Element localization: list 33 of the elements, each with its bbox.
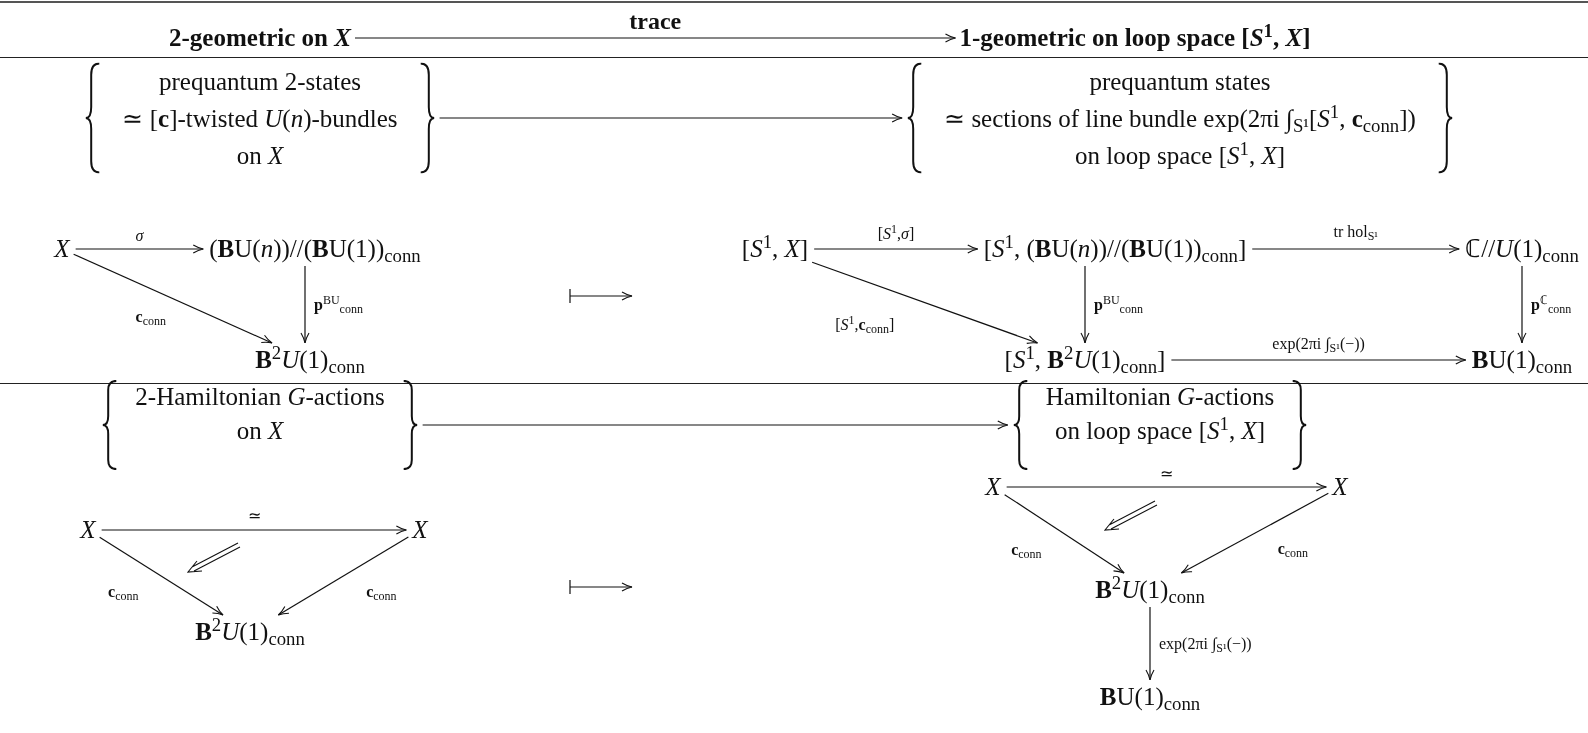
math-object: [S$^{1}$, (BU(n))//(BU(1))$_{conn}$] <box>981 234 1249 264</box>
set-description: ≃ [c]-twisted U(n)-bundles <box>122 103 398 135</box>
math-object: B$^{2}$U(1)$_{conn}$ <box>193 617 307 647</box>
set-description: Hamiltonian G-actions <box>1045 382 1275 412</box>
math-object: [S$^{1}$, B$^{2}$U(1)$_{conn}$] <box>1002 345 1168 375</box>
math-object: ℂ//U(1)$_{conn}$ <box>1463 234 1581 264</box>
edge-label: exp(2πi ∫$_{S¹}$(−)) <box>1271 335 1366 353</box>
math-object: X <box>1330 472 1350 502</box>
edge-label: [S$^{1}$,σ] <box>876 225 916 243</box>
set-description: on X <box>236 416 284 446</box>
set-description: prequantum 2-states <box>159 66 361 97</box>
column-header: 2-geometric on X <box>169 23 351 53</box>
set-description: on loop space [S$^{1}$, X] <box>1055 414 1265 446</box>
set-description: on X <box>236 140 284 171</box>
math-object: B$^{2}$U(1)$_{conn}$ <box>1093 575 1207 605</box>
math-object: X <box>983 472 1003 502</box>
edge-label: tr hol$_{S¹}$ <box>1332 223 1379 241</box>
set-description: on loop space [S$^{1}$, X] <box>1075 136 1285 171</box>
math-object: X <box>52 234 72 264</box>
edge-label: trace <box>628 12 683 30</box>
math-object: X <box>410 515 430 545</box>
column-header: 1-geometric on loop space [S$^{1}$, X] <box>959 23 1311 53</box>
math-object: B$^{2}$U(1)$_{conn}$ <box>253 345 367 375</box>
math-object: BU(1)$_{conn}$ <box>1469 345 1575 375</box>
math-object: [S$^{1}$, X] <box>739 234 811 264</box>
edge-label: exp(2πi ∫$_{S¹}$(−)) <box>1158 634 1253 653</box>
math-object: BU(1)$_{conn}$ <box>1097 682 1203 712</box>
edge-label: [S$^{1}$,c$_{conn}$] <box>834 315 896 334</box>
set-description: 2-Hamiltonian G-actions <box>135 382 385 412</box>
set-description: prequantum states <box>1089 66 1271 97</box>
set-description: ≃ sections of line bundle exp(2πi ∫$_{S¹}$[S$^{1}$, c$_{conn}$]) <box>944 99 1416 137</box>
math-object: X <box>78 515 98 545</box>
math-object: (BU(n))//(BU(1))$_{conn}$ <box>207 234 423 264</box>
